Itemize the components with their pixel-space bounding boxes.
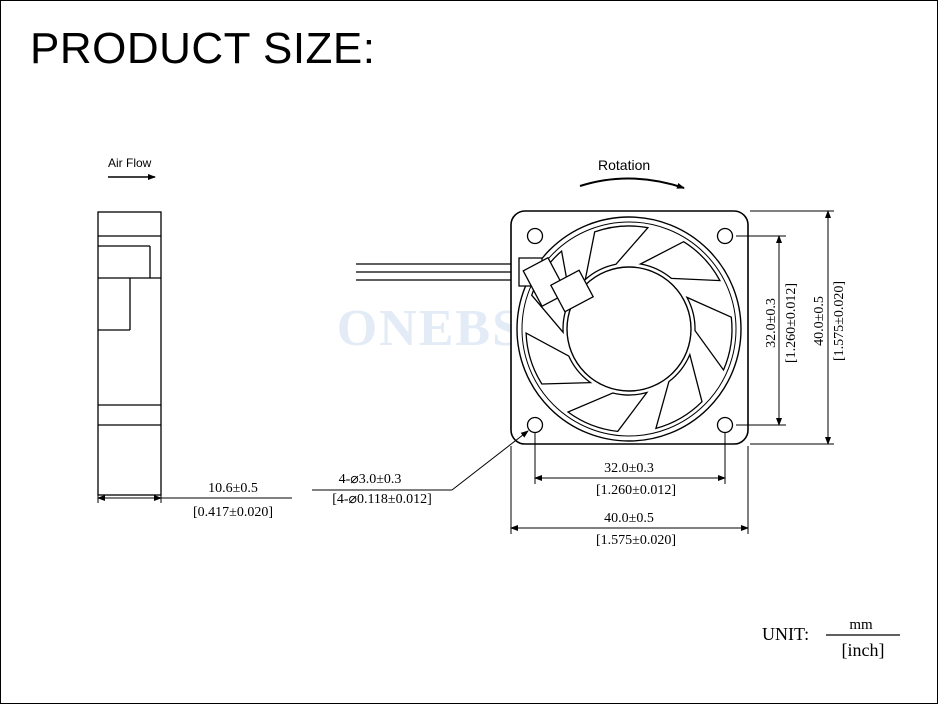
mounting-hole <box>526 227 544 245</box>
hole-pitch-vertical: 32.0±0.3 <box>764 298 779 348</box>
fan-ring-inner <box>521 221 737 437</box>
fan-hub <box>566 266 692 392</box>
wire-outlet <box>518 256 595 313</box>
hole-callout: 4-⌀3.0±0.3 <box>339 472 402 487</box>
fan-ring-outer <box>516 216 742 442</box>
hole-leader-line <box>451 430 529 491</box>
hole-pitch-vertical-inch: [1.260±0.012] <box>784 283 799 363</box>
mounting-hole <box>716 416 734 434</box>
fan-blade <box>638 240 722 282</box>
outer-vertical: 40.0±0.5 <box>812 296 827 346</box>
mounting-hole <box>716 227 734 245</box>
outer-horizontal-inch: [1.575±0.020] <box>596 533 676 548</box>
unit-label: UNIT: <box>762 624 809 644</box>
thickness-dimension: 10.6±0.5 <box>208 481 258 496</box>
fan-blade <box>685 296 733 372</box>
fan-blade <box>584 225 650 282</box>
thickness-dimension-inch: [0.417±0.020] <box>193 505 273 520</box>
mounting-hole <box>526 416 544 434</box>
rotation-label: Rotation <box>598 157 650 173</box>
fan-blade <box>566 391 649 433</box>
rotation-arrow <box>579 177 685 189</box>
unit-numerator: mm <box>849 617 873 633</box>
outer-vertical-inch: [1.575±0.020] <box>832 281 847 361</box>
fan-blade <box>525 331 593 385</box>
outer-horizontal: 40.0±0.5 <box>604 511 654 526</box>
airflow-label: Air Flow <box>108 156 152 170</box>
fan-blades <box>525 225 733 433</box>
hole-pitch-horizontal-inch: [1.260±0.012] <box>596 483 676 498</box>
hole-pitch-horizontal: 32.0±0.3 <box>604 461 654 476</box>
hole-callout-inch: [4-⌀0.118±0.012] <box>332 492 432 507</box>
unit-legend: UNIT: mm [inch] <box>762 617 900 660</box>
fan-blade <box>654 352 703 430</box>
unit-denominator: [inch] <box>842 640 885 660</box>
front-view: Rotation <box>312 157 847 548</box>
page-title: PRODUCT SIZE: <box>30 24 376 73</box>
side-view: Air Flow 10.6±0.5 [0.417±0.020] <box>97 156 292 520</box>
